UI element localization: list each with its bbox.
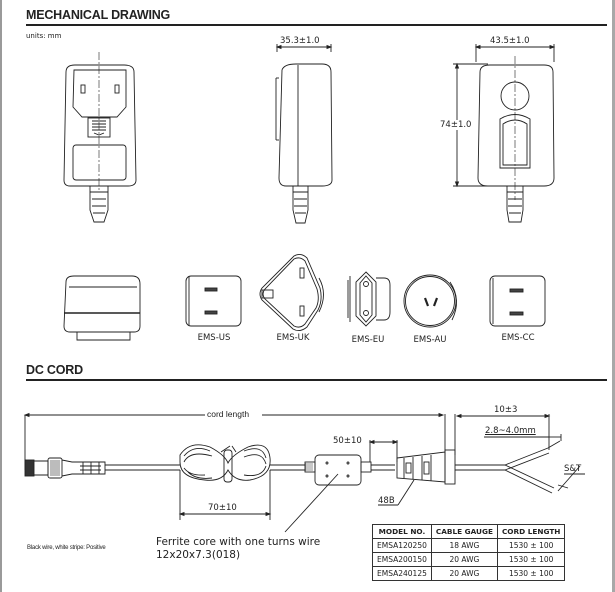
length-cell: 1530 ± 100	[496, 566, 566, 581]
plug-label-cc: EMS-CC	[501, 333, 535, 343]
adapter-front-view	[63, 52, 137, 223]
gauge-cell: 20 AWG	[430, 552, 498, 567]
ferrite-note-line2: 12x20x7.3(018)	[156, 549, 241, 561]
column-header: MODEL NO.	[372, 524, 432, 539]
scrollbar-track[interactable]	[612, 0, 615, 592]
plug-label-us: EMS-US	[197, 333, 231, 343]
table-row: EMSA200150 20 AWG 1530 ± 100	[372, 552, 566, 567]
length-cell: 1530 ± 100	[496, 538, 566, 553]
strip-range-dimension: 2.8~4.0mm	[485, 426, 536, 436]
coil-length-dimension: 70±10	[208, 503, 237, 513]
column-header: CABLE GAUGE	[430, 524, 498, 539]
section-rule	[26, 379, 607, 381]
strain-relief-label: 48B	[378, 496, 395, 506]
strip-length-dimension: 10±3	[494, 405, 518, 415]
cord-spec-table: MODEL NO. CABLE GAUGE CORD LENGTH EMSA12…	[372, 524, 566, 581]
dimension-width: 43.5±1.0	[490, 36, 530, 46]
table-row: EMSA120250 18 AWG 1530 ± 100	[372, 538, 566, 553]
model-cell: EMSA200150	[372, 552, 432, 567]
adapter-back-view	[453, 44, 556, 223]
dimension-height: 74±1.0	[440, 120, 472, 130]
model-cell: EMSA120250	[372, 538, 432, 553]
plug-label-au: EMS-AU	[413, 335, 447, 345]
section-rule	[26, 24, 607, 26]
adapter-side-view	[275, 44, 333, 224]
plug-uk-drawing	[259, 253, 324, 332]
plug-us-drawing	[185, 275, 242, 327]
ferrite-note: Ferrite core with one turns wire 12x20x7…	[156, 536, 320, 562]
polarity-note: Black wire, white stripe: Positive	[27, 545, 106, 551]
wire-end-label: S&T	[564, 464, 582, 474]
section-title-mechanical-drawing: MECHANICAL DRAWING	[26, 8, 171, 22]
ferrite-offset-dimension: 50±10	[333, 436, 362, 446]
model-cell: EMSA240125	[372, 566, 432, 581]
section-title-dc-cord: DC CORD	[26, 363, 83, 377]
plug-cc-drawing	[489, 275, 546, 327]
gauge-cell: 18 AWG	[430, 538, 498, 553]
gauge-cell: 20 AWG	[430, 566, 498, 581]
units-label: units: mm	[26, 32, 62, 40]
plug-au-drawing	[403, 274, 457, 328]
table-header-row: MODEL NO. CABLE GAUGE CORD LENGTH	[372, 524, 566, 539]
dimension-depth: 35.3±1.0	[280, 36, 320, 46]
length-cell: 1530 ± 100	[496, 552, 566, 567]
plug-label-eu: EMS-EU	[351, 335, 385, 345]
column-header: CORD LENGTH	[496, 524, 566, 539]
plug-label-uk: EMS-UK	[276, 333, 310, 343]
plug-eu-drawing	[347, 271, 391, 327]
dc-cord-drawing	[23, 412, 585, 533]
adapter-bottom-view	[63, 275, 141, 341]
ferrite-note-line1: Ferrite core with one turns wire	[156, 536, 321, 548]
page-border-left	[0, 0, 2, 592]
cord-length-label: cord length	[207, 409, 250, 419]
table-row: EMSA240125 20 AWG 1530 ± 100	[372, 566, 566, 581]
